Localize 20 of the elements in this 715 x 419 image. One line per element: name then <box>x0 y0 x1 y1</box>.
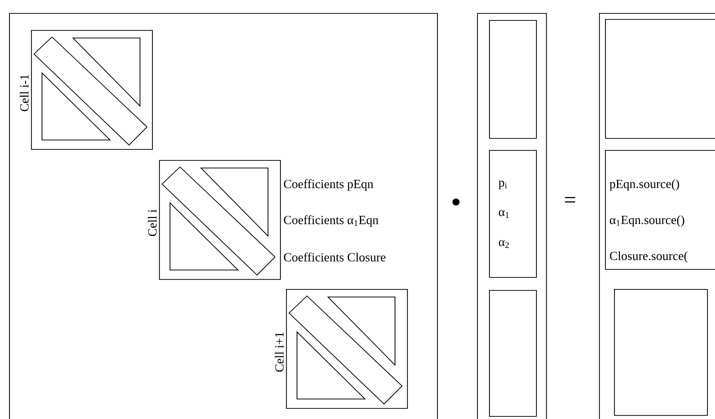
vector-block <box>489 20 537 139</box>
vector-block <box>605 19 715 139</box>
entry-label: p$_{i}$ <box>498 180 507 190</box>
matrix-frame <box>9 13 438 419</box>
entry-label: pEqn.source() <box>610 179 680 191</box>
entry-label: α$_{1}$ <box>498 210 509 218</box>
cell-label: Cell i+1 <box>274 332 284 372</box>
entry-label: α$_{2}$ <box>498 240 509 248</box>
matrix-frame <box>477 13 547 419</box>
coefficient-label: Coefficients pEqn <box>284 179 374 191</box>
equals-sign: = <box>564 197 576 202</box>
matrix-frame <box>599 13 715 419</box>
coefficient-label: Coefficients Closure <box>284 252 386 262</box>
cell-label: Cell i-1 <box>20 74 29 112</box>
entry-label: α$_{1}$Eqn.source() <box>610 215 684 227</box>
cell-label: Cell i <box>148 209 157 236</box>
coefficient-label: Coefficients α$_{1}$Eqn <box>284 215 378 227</box>
vector-block <box>614 289 708 416</box>
vector-block <box>489 290 537 417</box>
entry-label: Closure.source( <box>610 251 688 263</box>
